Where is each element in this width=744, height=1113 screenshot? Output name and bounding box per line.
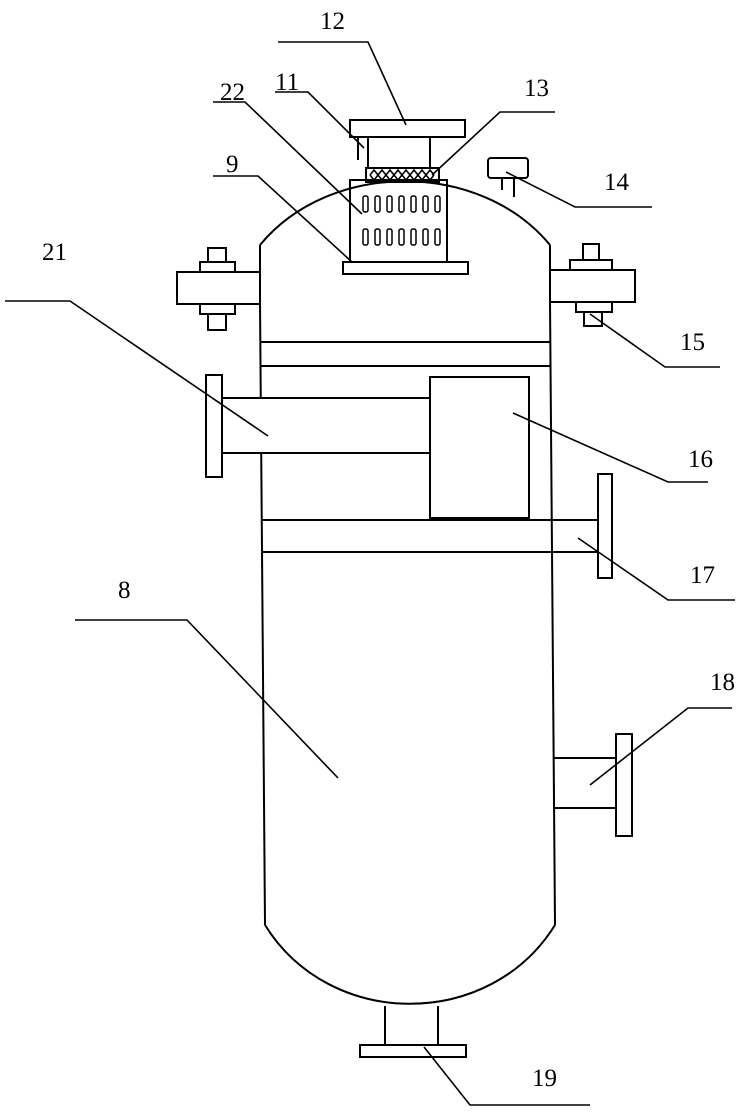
label-13: 13 — [524, 75, 549, 102]
label-22: 22 — [220, 79, 245, 106]
label-14: 14 — [604, 169, 630, 196]
cover-supports — [357, 137, 431, 172]
label-17: 17 — [690, 562, 715, 589]
label-8: 8 — [118, 577, 131, 604]
separator-box — [429, 376, 530, 519]
drain-nozzle — [359, 1006, 467, 1058]
filter-slots-upper — [362, 195, 441, 213]
label-19: 19 — [532, 1065, 557, 1092]
label-9: 9 — [226, 151, 239, 178]
filter-base-plate — [342, 261, 469, 275]
label-21: 21 — [42, 239, 67, 266]
vessel-shell — [259, 180, 556, 1005]
inlet-pipe — [205, 374, 431, 478]
filter-cartridge — [349, 179, 448, 263]
lug-right — [549, 243, 636, 327]
gas-outlet-pipe — [552, 473, 613, 579]
vent-valve — [487, 157, 529, 197]
label-11: 11 — [275, 69, 299, 96]
filter-slots-lower — [362, 228, 441, 246]
label-15: 15 — [680, 329, 705, 356]
liquid-outlet-pipe — [553, 733, 633, 837]
top-cover-plate — [349, 119, 466, 138]
part-labels: 12 11 22 13 9 14 21 15 16 17 8 18 19 — [42, 8, 735, 1092]
seal-ring — [365, 167, 440, 183]
lug-left — [176, 247, 261, 331]
label-16: 16 — [688, 446, 713, 473]
label-12: 12 — [320, 8, 345, 35]
leader-lines — [5, 41, 735, 1106]
label-18: 18 — [710, 669, 735, 696]
